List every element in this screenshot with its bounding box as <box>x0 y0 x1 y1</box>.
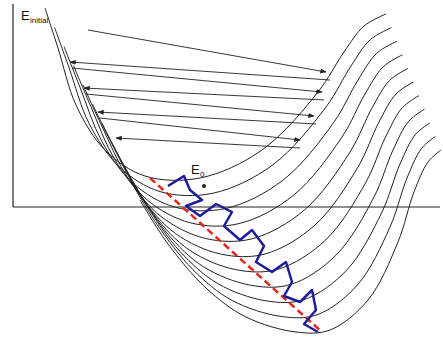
trajectory-arrow <box>72 68 322 92</box>
minimum-energy-path <box>150 178 322 332</box>
relaxation-path <box>168 176 318 332</box>
energy-symbol: E <box>190 163 201 176</box>
potential-curve <box>112 109 425 287</box>
potential-curve <box>102 96 419 272</box>
energy-axis <box>12 4 13 207</box>
potential-curve <box>131 136 436 317</box>
potential-curve <box>74 55 403 226</box>
coordinate-axis <box>13 206 440 207</box>
minimum-dot <box>202 184 206 188</box>
energy-subscript: 0 <box>199 171 205 179</box>
trajectory-arrow <box>86 94 314 116</box>
trajectory-arrow <box>84 88 324 100</box>
trajectory-arrow <box>98 112 316 124</box>
energy-subscript: initial <box>29 17 49 25</box>
potential-curve <box>83 68 408 241</box>
energy-symbol: E <box>20 9 31 22</box>
trajectory-arrow <box>100 118 300 140</box>
trajectory-arrow <box>116 138 300 148</box>
potential-curve <box>140 150 441 333</box>
trajectory-arrow <box>70 62 330 80</box>
